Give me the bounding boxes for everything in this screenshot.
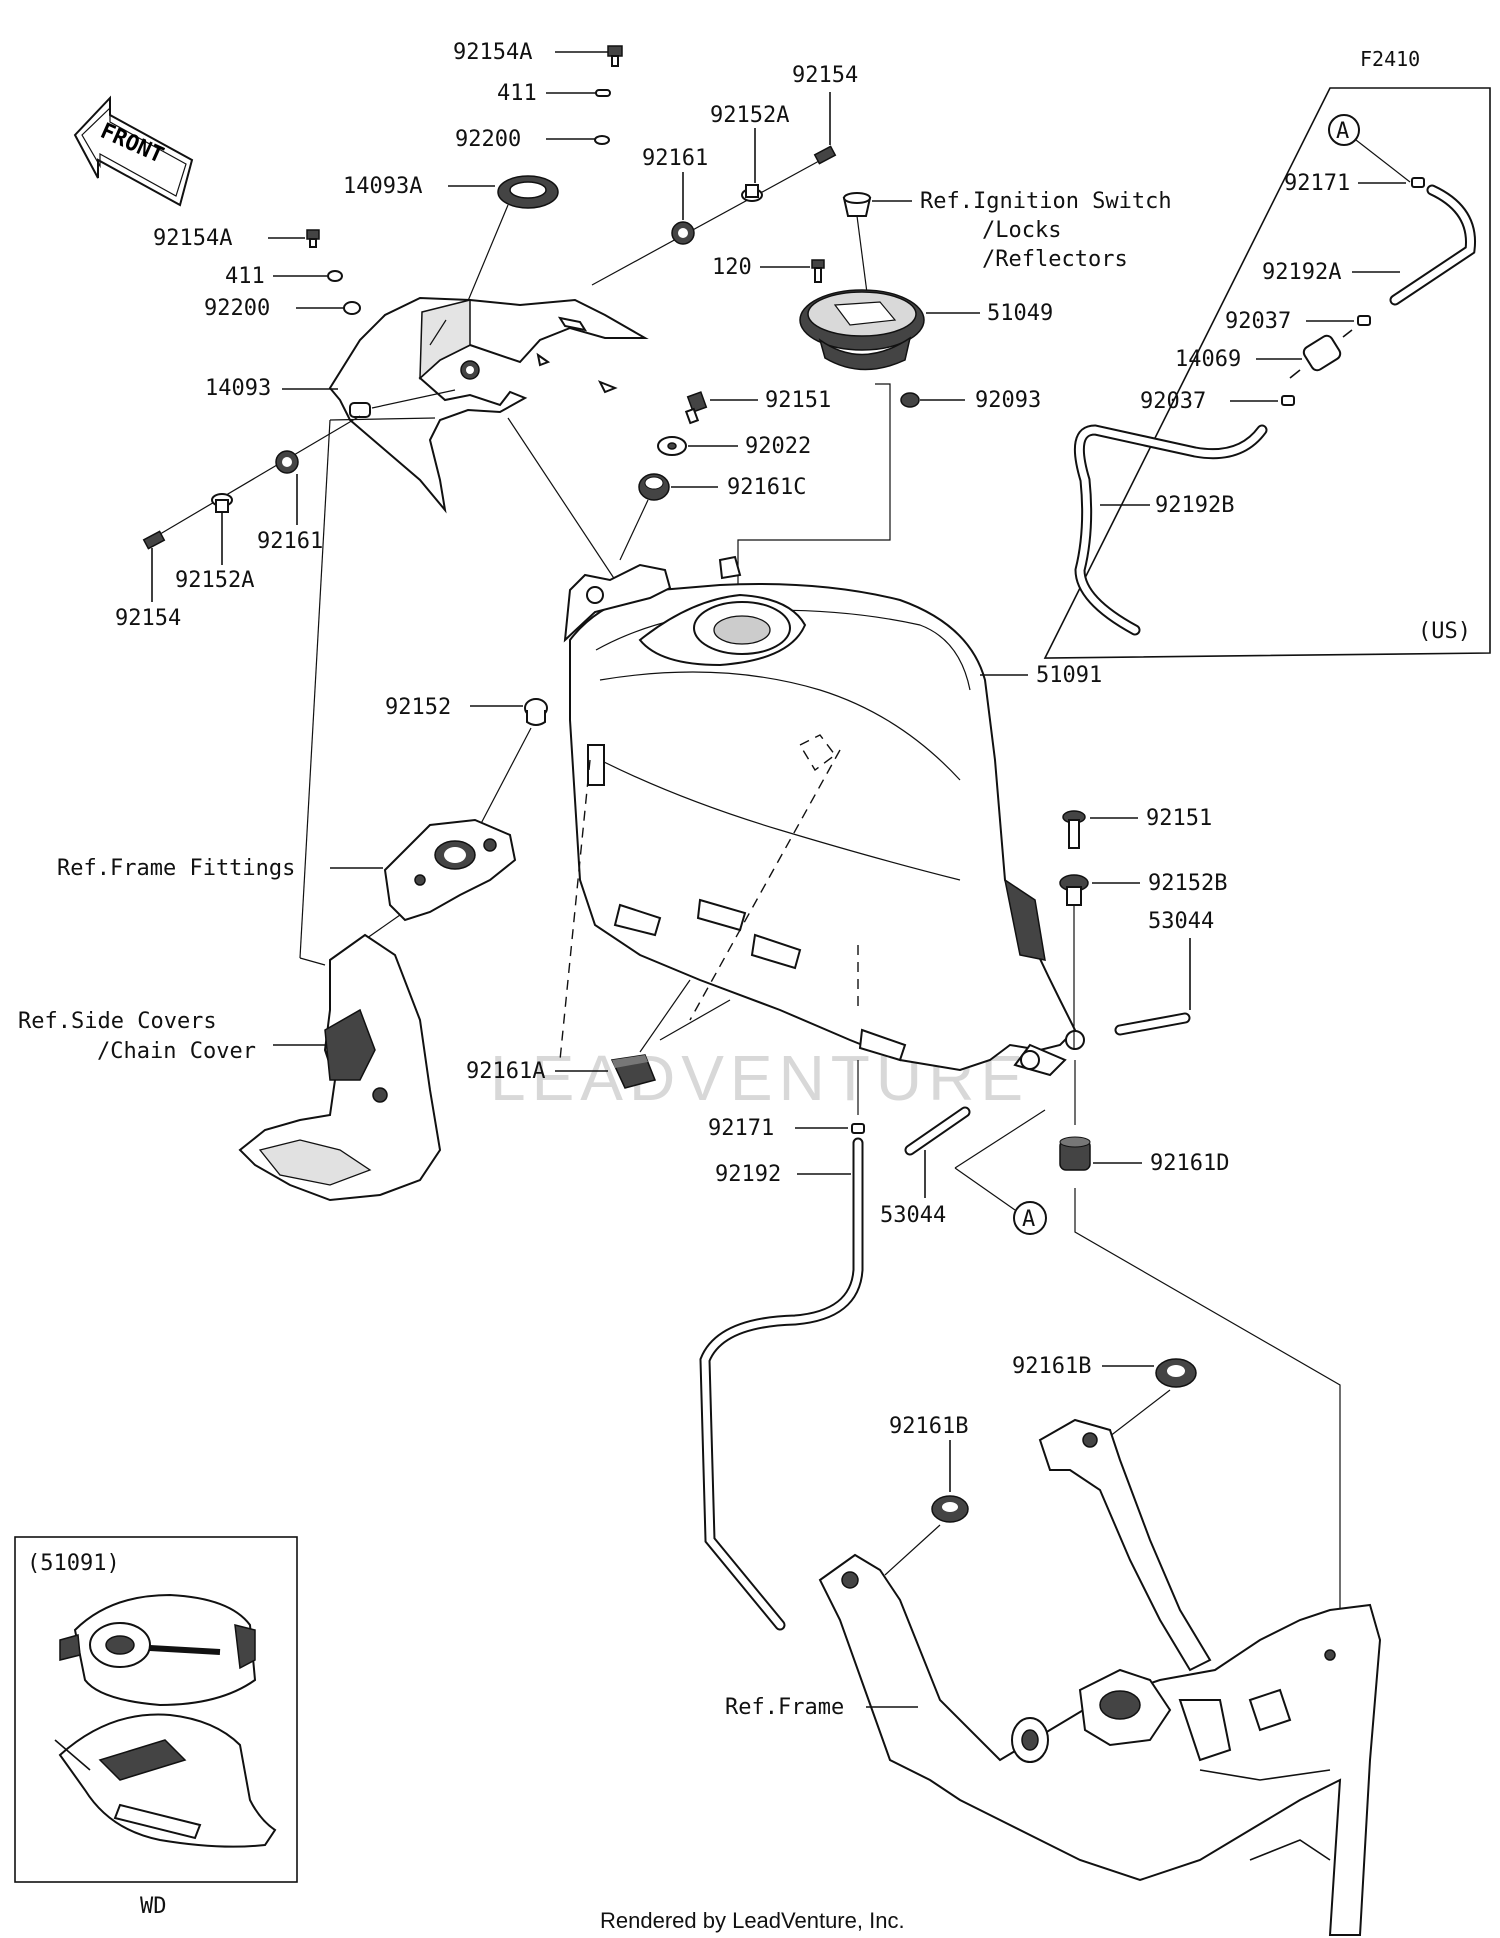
hose-53044-right <box>1114 1012 1191 1036</box>
frame-fittings-ref-part <box>383 818 517 922</box>
front-arrow-icon: FRONT <box>73 95 194 207</box>
us-inset: A 92171 92192A 92037 14069 92037 92192B … <box>1043 87 1491 659</box>
label-92152B: 92152B <box>1148 871 1227 896</box>
collar-92152A-top <box>741 184 763 202</box>
bolt-92154-top <box>813 145 837 165</box>
us-label-92192A: 92192A <box>1262 260 1341 285</box>
label-92151-right: 92151 <box>1146 806 1212 831</box>
label-92161B-right: 92161B <box>1012 1354 1091 1379</box>
bolt-92151-upper <box>684 391 708 425</box>
us-clamp-92037-lower <box>1281 395 1295 406</box>
grommet-14093A <box>497 175 559 209</box>
bolt-92154A-top <box>555 45 623 67</box>
us-filter-14069 <box>1289 329 1353 379</box>
us-callout-a-text: A <box>1336 119 1349 144</box>
washer-92200-top <box>594 135 610 145</box>
collar-92152A-left <box>211 493 233 513</box>
label-92161A: 92161A <box>466 1059 545 1084</box>
label-120: 120 <box>712 255 752 280</box>
grommet-92161D <box>1059 1136 1091 1171</box>
label-92161D: 92161D <box>1150 1151 1229 1176</box>
screw-120 <box>811 259 825 283</box>
us-label-14069: 14069 <box>1175 347 1241 372</box>
fuel-tank-51091 <box>563 555 1085 1077</box>
grommet-92161C <box>638 473 670 501</box>
hose-92192 <box>699 1137 864 1631</box>
us-region-text: (US) <box>1418 619 1471 644</box>
grommet-92161B-right <box>1155 1358 1197 1388</box>
seal-92093 <box>900 392 920 408</box>
us-label-92037-lower: 92037 <box>1140 389 1206 414</box>
ignition-switch-ref-part <box>842 192 872 217</box>
label-92154A-top: 92154A <box>453 40 532 65</box>
label-14093: 14093 <box>205 376 271 401</box>
cover-14093 <box>328 296 649 514</box>
label-92154A-left: 92154A <box>153 226 232 251</box>
label-51091: 51091 <box>1036 663 1102 688</box>
us-label-92171: 92171 <box>1284 171 1350 196</box>
frame-ref-part <box>818 1418 1382 1936</box>
label-92161-left: 92161 <box>257 529 323 554</box>
ref-frame-fittings: Ref.Frame Fittings <box>57 856 295 881</box>
label-92161-top: 92161 <box>642 146 708 171</box>
ref-frame: Ref.Frame <box>725 1695 844 1720</box>
bolt-92151-right <box>1062 810 1086 849</box>
label-411-top: 411 <box>497 81 537 106</box>
label-92161C: 92161C <box>727 475 806 500</box>
wd-inset-caption: WD <box>140 1894 167 1919</box>
wd-inset-part: (51091) <box>27 1551 120 1576</box>
ref-chain-cover: /Chain Cover <box>97 1039 256 1064</box>
label-14093A: 14093A <box>343 174 422 199</box>
ref-side-covers: Ref.Side Covers <box>18 1009 217 1034</box>
label-92152A-left: 92152A <box>175 568 254 593</box>
label-92200-top: 92200 <box>455 127 521 152</box>
footer-credit: Rendered by LeadVenture, Inc. <box>600 1908 905 1933</box>
label-92152: 92152 <box>385 695 451 720</box>
label-92161B-left: 92161B <box>889 1414 968 1439</box>
label-92171-bottom: 92171 <box>708 1116 774 1141</box>
label-92154-top: 92154 <box>792 63 858 88</box>
collar-92152 <box>524 698 548 726</box>
callout-a-bottom-text: A <box>1022 1207 1035 1232</box>
bolt-92154A-left <box>306 229 320 248</box>
side-covers-ref-part <box>238 933 442 1202</box>
us-clip-92171 <box>1411 177 1425 188</box>
us-clamp-92037-upper <box>1357 315 1371 326</box>
callout-a-bottom <box>1013 1201 1047 1235</box>
pin-411-left <box>327 270 343 282</box>
pin-411-top <box>595 89 611 97</box>
ref-ignition-switch: Ref.Ignition Switch <box>920 189 1172 214</box>
label-92154-left: 92154 <box>115 606 181 631</box>
grommet-92161B-left <box>931 1495 969 1523</box>
ref-locks: /Locks <box>982 218 1061 243</box>
grommet-92161-left <box>275 450 299 474</box>
us-callout-a <box>1328 114 1360 146</box>
label-53044-right: 53044 <box>1148 909 1214 934</box>
label-53044-bottom: 53044 <box>880 1203 946 1228</box>
grommet-92161-top <box>671 221 695 245</box>
clip-92171 <box>851 1123 865 1134</box>
label-411-left: 411 <box>225 264 265 289</box>
ref-reflectors: /Reflectors <box>982 247 1128 272</box>
fuel-cap-51049 <box>799 289 925 371</box>
figure-code: F2410 <box>1360 47 1420 71</box>
label-92151-upper: 92151 <box>765 388 831 413</box>
us-label-92037-upper: 92037 <box>1225 309 1291 334</box>
us-label-92192B: 92192B <box>1155 493 1234 518</box>
wd-inset: (51091) WD <box>14 1536 298 1919</box>
washer-92200-left <box>343 301 361 315</box>
label-92192: 92192 <box>715 1162 781 1187</box>
label-92152A-top: 92152A <box>710 103 789 128</box>
label-51049: 51049 <box>987 301 1053 326</box>
label-92200-left: 92200 <box>204 296 270 321</box>
collar-92152B <box>1059 874 1089 906</box>
label-92093: 92093 <box>975 388 1041 413</box>
hose-53044-bottom <box>904 1106 971 1156</box>
label-92022: 92022 <box>745 434 811 459</box>
damper-92161A <box>610 1054 657 1089</box>
bolt-92154-left <box>142 530 166 550</box>
